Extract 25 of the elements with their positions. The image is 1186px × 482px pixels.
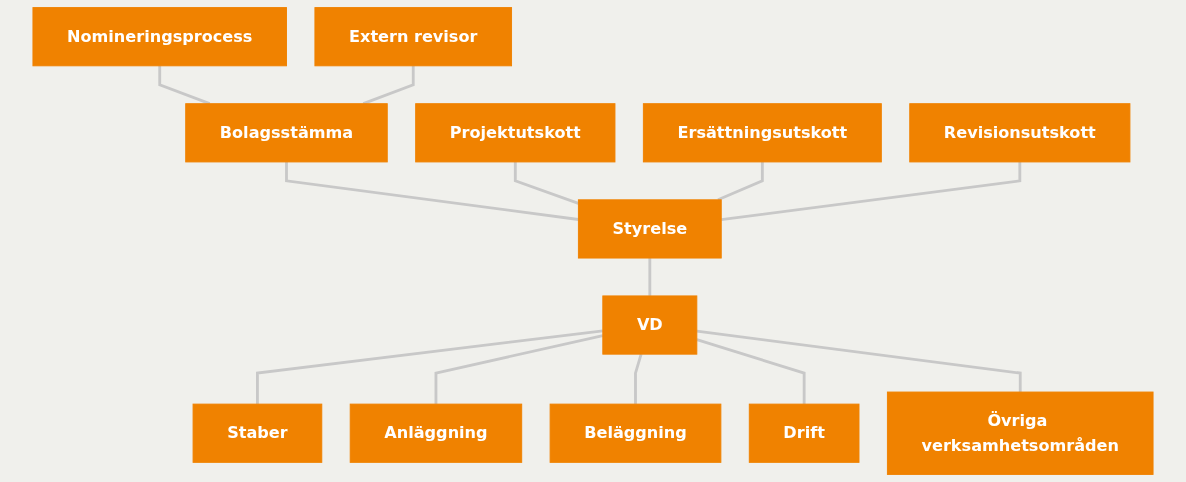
node-box: Drift — [748, 403, 860, 463]
node-box: Projektutskott — [415, 103, 616, 163]
connector — [696, 329, 1022, 393]
node-box: Ersättningsutskott — [642, 103, 882, 163]
node-box: Beläggning — [549, 403, 722, 463]
node-box: Övriga verksamhetsområden — [886, 391, 1154, 475]
connector — [285, 161, 579, 221]
connector — [256, 329, 603, 405]
connector — [634, 353, 643, 405]
node-box: Bolagsstämma — [185, 103, 388, 163]
connector — [696, 338, 806, 405]
node-box: Anläggning — [349, 403, 523, 463]
node-box: Extern revisor — [314, 7, 513, 67]
connector — [717, 161, 764, 202]
node-box: Styrelse — [577, 199, 722, 259]
connector — [362, 65, 415, 105]
connector — [513, 161, 579, 205]
connector — [158, 65, 211, 105]
connector — [648, 258, 652, 296]
node-box: Staber — [192, 403, 323, 463]
connector — [434, 334, 604, 405]
node-box: Nomineringsprocess — [32, 7, 287, 67]
node-box: VD — [602, 295, 698, 355]
connector — [721, 161, 1022, 222]
node-box: Revisionsutskott — [909, 103, 1131, 163]
